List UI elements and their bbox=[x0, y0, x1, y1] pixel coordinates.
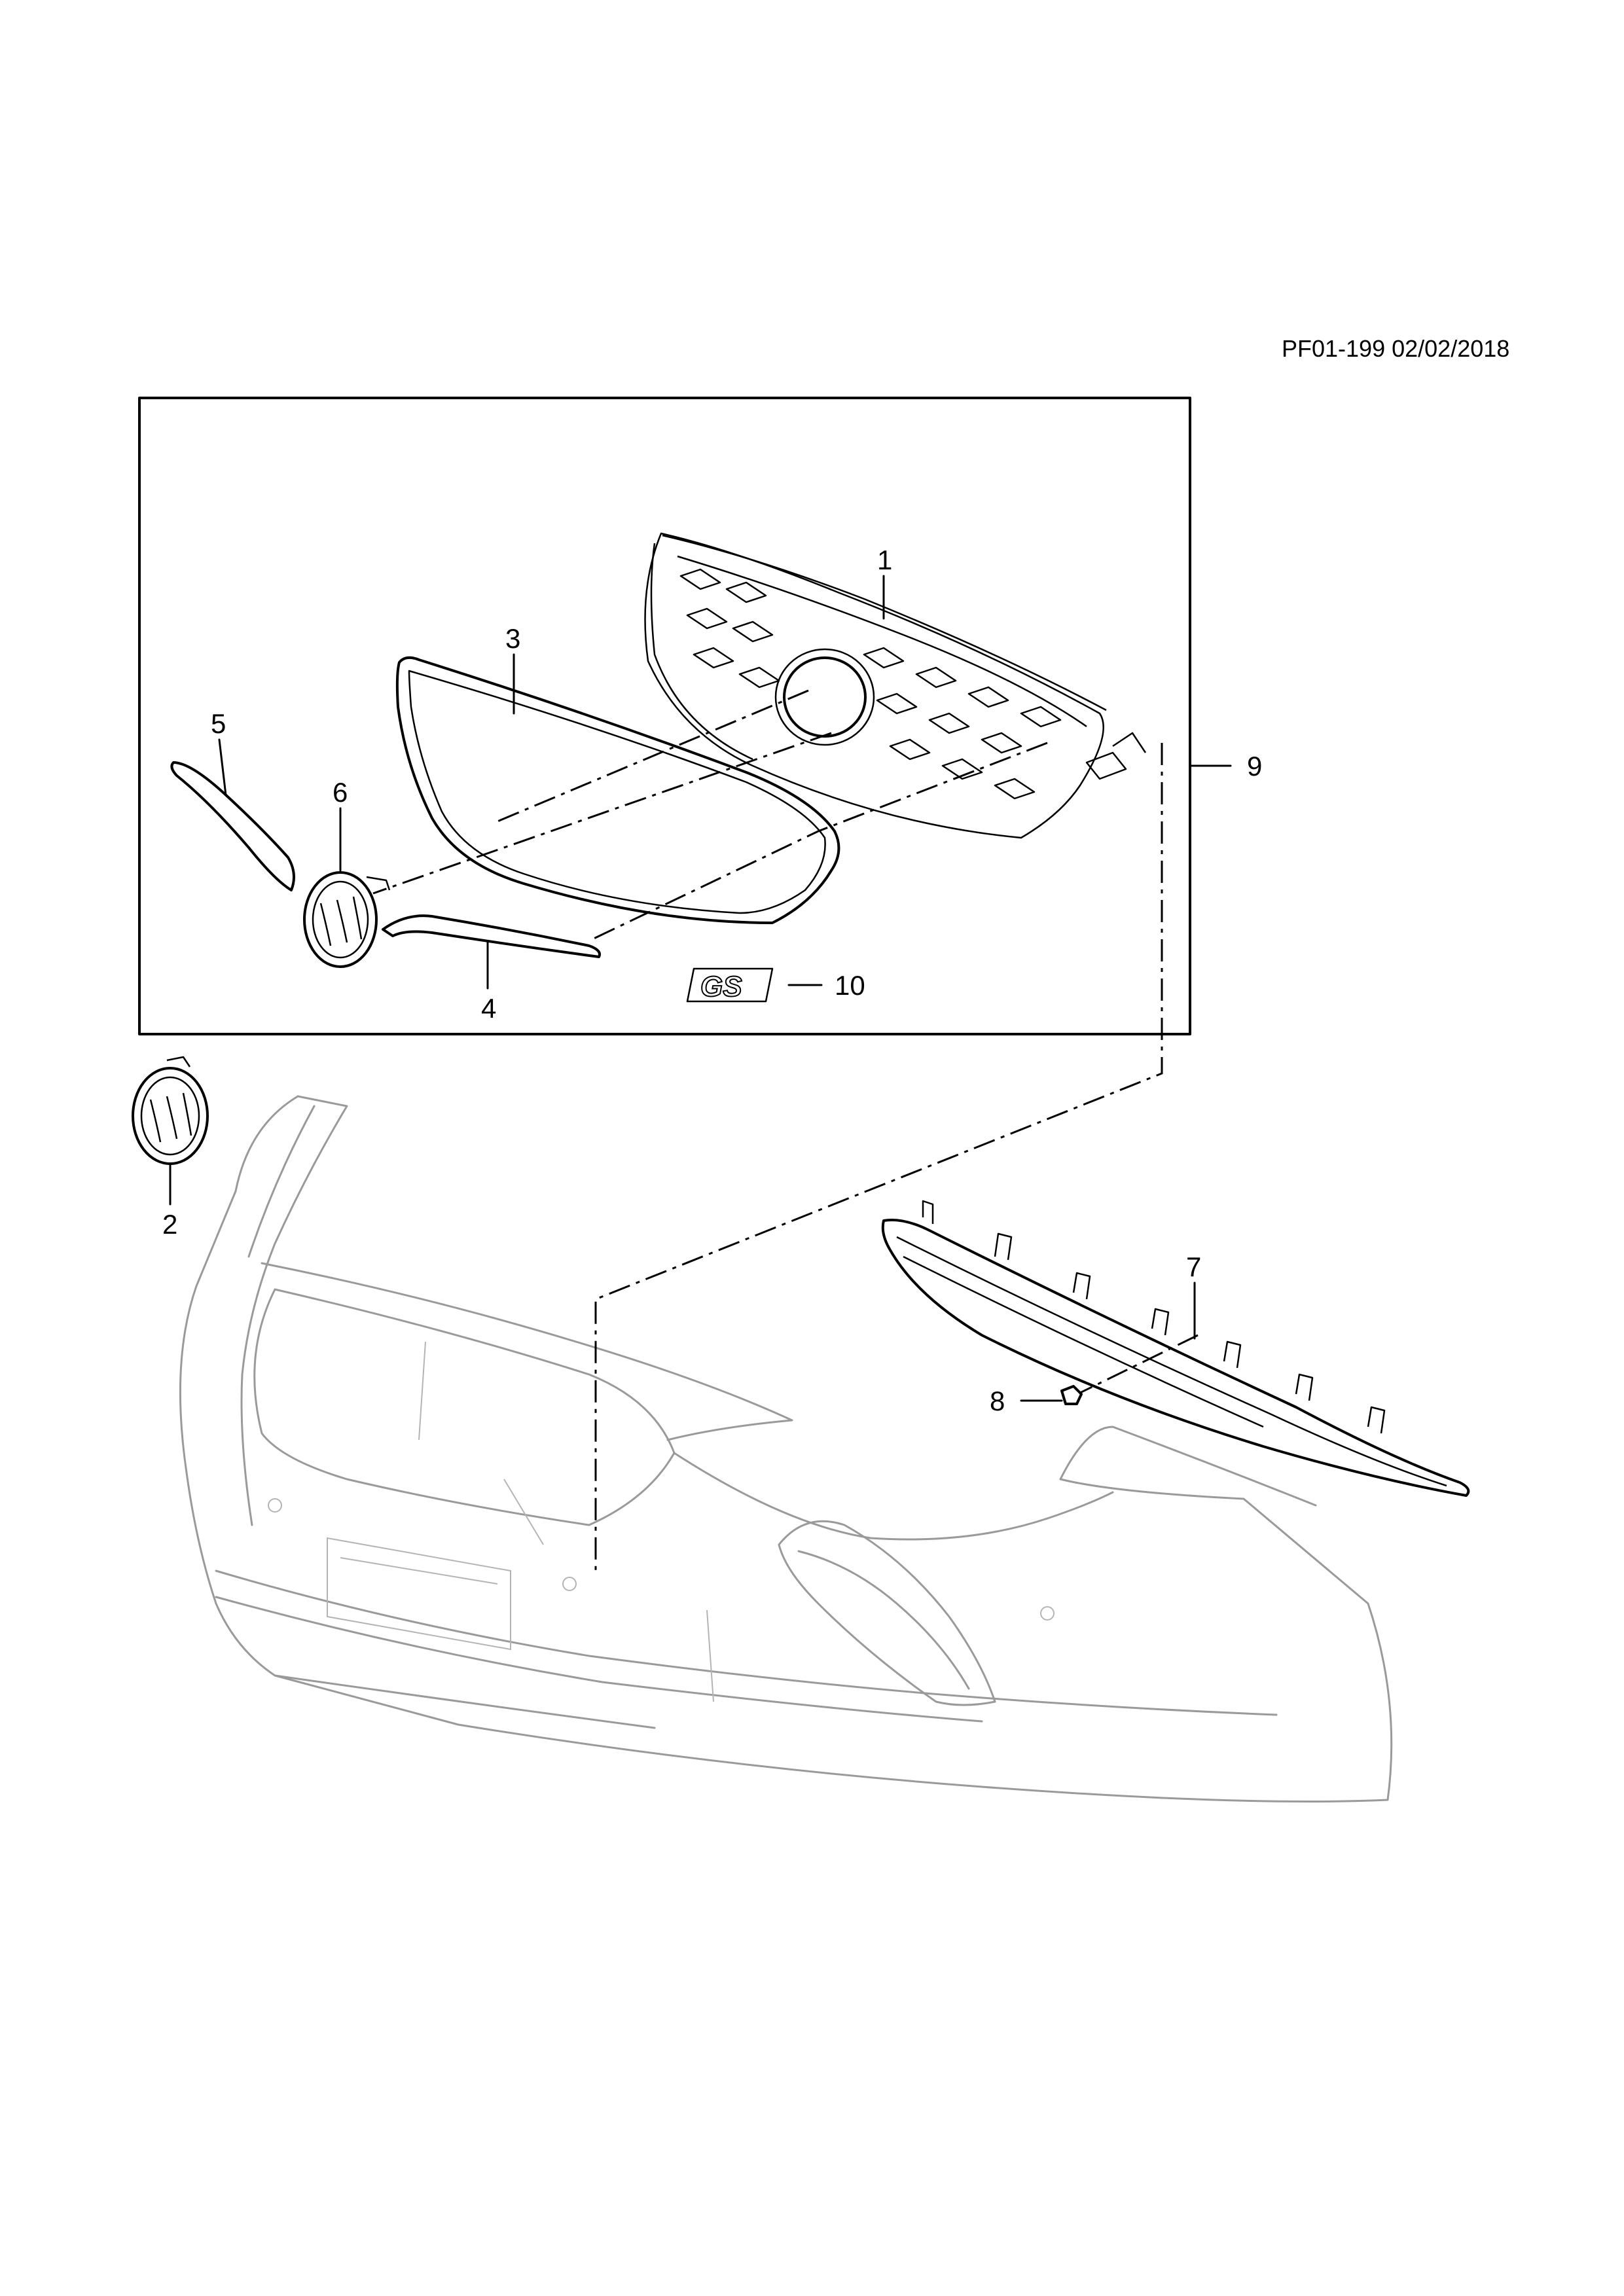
callout-4: 4 bbox=[481, 993, 496, 1024]
lower-grille-illustration bbox=[881, 1200, 1470, 1497]
kit-group-box bbox=[138, 397, 1191, 1035]
upper-grille-illustration bbox=[644, 532, 1147, 839]
callout-labels: 1 2 3 4 5 6 7 8 9 10 bbox=[162, 545, 1262, 1416]
grille-emblem-illustration bbox=[303, 871, 391, 968]
lower-trim-strip-illustration bbox=[382, 914, 601, 958]
clip-nut-illustration bbox=[1060, 1385, 1083, 1405]
callout-1: 1 bbox=[877, 545, 892, 575]
assembly-lines bbox=[372, 689, 1199, 1571]
front-emblem-illustration bbox=[132, 1056, 209, 1165]
left-trim-strip-illustration bbox=[170, 761, 295, 891]
gs-badge-illustration: GS bbox=[686, 967, 774, 1003]
gs-badge-text: GS bbox=[700, 971, 742, 1003]
grille-surround-molding-illustration bbox=[395, 656, 840, 924]
callout-3: 3 bbox=[505, 623, 520, 654]
callout-2: 2 bbox=[162, 1209, 177, 1240]
callout-6: 6 bbox=[333, 777, 348, 808]
front-bumper-illustration bbox=[179, 1095, 1393, 1803]
callout-9: 9 bbox=[1247, 751, 1262, 781]
callout-5: 5 bbox=[211, 708, 226, 739]
callout-7: 7 bbox=[1186, 1251, 1201, 1282]
leader-lines bbox=[169, 575, 1232, 1402]
callout-10: 10 bbox=[835, 970, 865, 1001]
drawing-reference: PF01-199 02/02/2018 bbox=[1282, 335, 1510, 362]
callout-8: 8 bbox=[990, 1386, 1005, 1416]
